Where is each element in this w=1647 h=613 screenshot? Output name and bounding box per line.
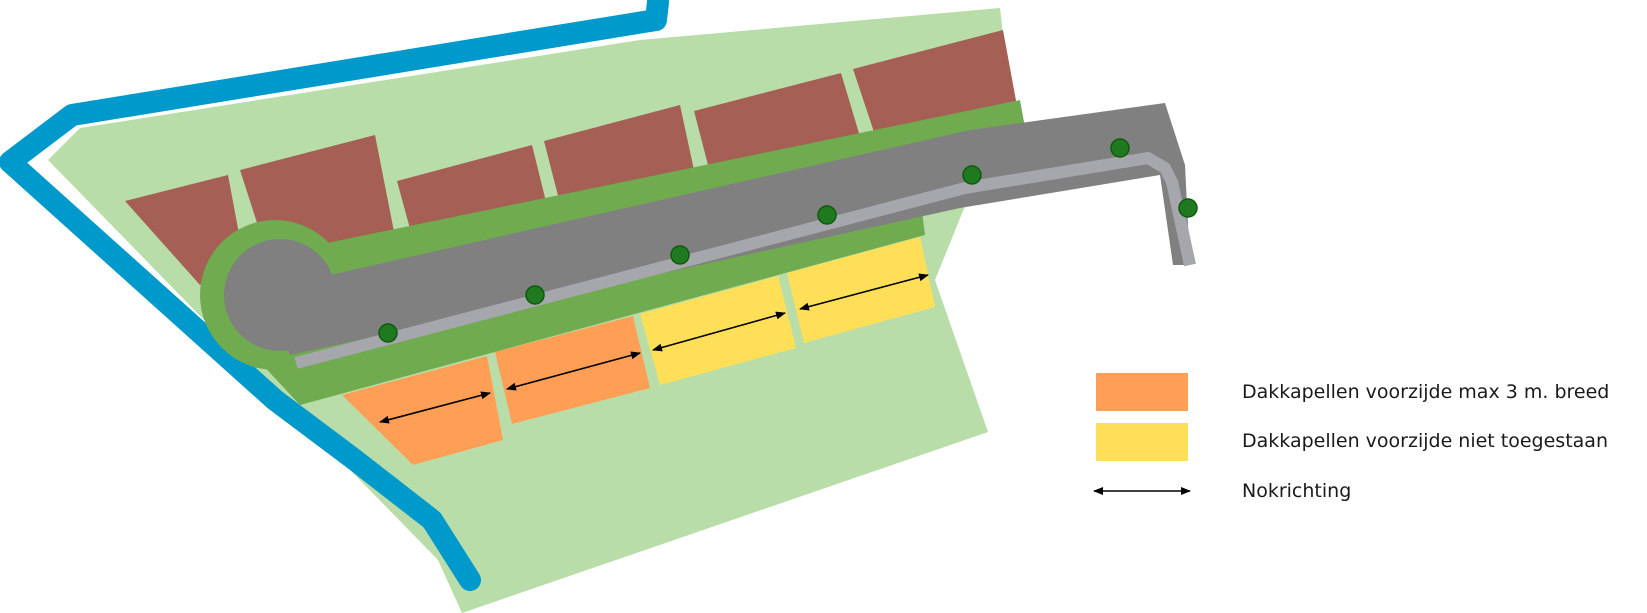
double-arrow-icon [652,311,786,352]
double-arrow-icon [799,273,929,311]
trees [378,138,1198,343]
tree-icon [670,245,690,265]
road-main [280,103,1190,355]
double-arrow-icon [379,391,491,424]
tree-icon [1110,138,1130,158]
legend-label-max-3m: Dakkapellen voorzijde max 3 m. breed [1242,381,1609,403]
tree-icon [525,285,545,305]
legend: Dakkapellen voorzijde max 3 m. breed Dak… [1093,373,1609,502]
legend-label-ridge-direction: Nokrichting [1242,480,1351,502]
tree-icon [817,205,837,225]
ridge-direction-arrows [379,273,929,424]
footpath [294,152,1196,369]
tree-icon [1178,198,1198,218]
canal [0,0,669,591]
legend-swatch-not-allowed [1096,423,1188,461]
road [224,103,1190,355]
legend-label-not-allowed: Dakkapellen voorzijde niet toegestaan [1242,430,1608,452]
double-arrow-icon [506,351,641,391]
legend-swatch-max-3m [1096,373,1188,411]
tree-icon [962,165,982,185]
tree-icon [378,323,398,343]
